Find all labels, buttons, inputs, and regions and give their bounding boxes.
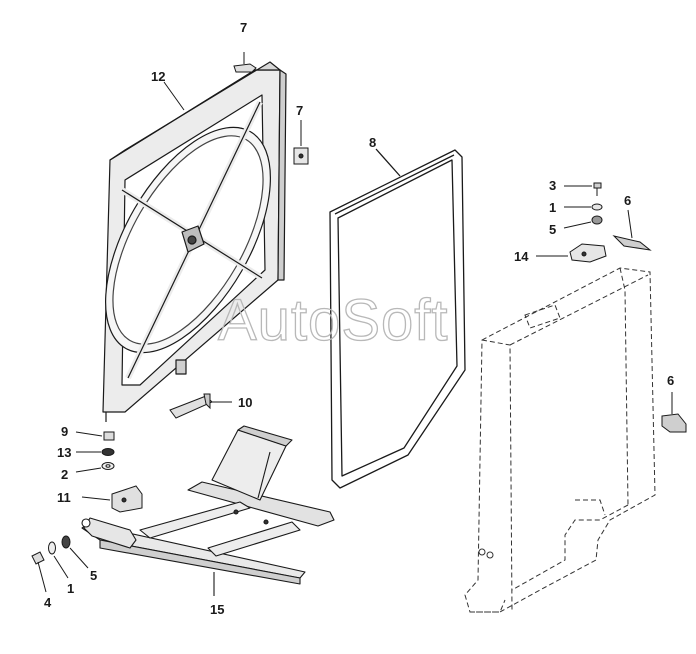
housing-holes <box>478 548 494 559</box>
washer-2 <box>75 462 115 473</box>
washer-1-top <box>564 203 603 211</box>
callout-7-plate: 7 <box>296 103 303 118</box>
callout-4: 4 <box>44 595 52 610</box>
callout-5-bottom: 5 <box>90 568 97 583</box>
gasket-8 <box>329 148 466 489</box>
nut-5-top <box>563 215 603 229</box>
bushing-9 <box>75 431 115 441</box>
callout-6-right: 6 <box>667 373 674 388</box>
callout-14: 14 <box>514 249 529 264</box>
bolt-3 <box>564 182 602 196</box>
callout-10: 10 <box>238 395 252 410</box>
callout-7-top: 7 <box>240 20 247 35</box>
callout-11: 11 <box>57 490 71 505</box>
bracket-11 <box>81 485 143 513</box>
plate-7 <box>293 120 309 165</box>
callout-9: 9 <box>61 424 68 439</box>
leader-lines <box>163 81 185 111</box>
callout-12: 12 <box>151 69 165 84</box>
radiator-housing <box>464 267 656 613</box>
bracket-7-top <box>233 52 257 73</box>
watermark: AutoSoft <box>218 288 448 353</box>
clip-6-top <box>612 209 652 251</box>
callout-6-top: 6 <box>624 193 631 208</box>
callout-1-bottom: 1 <box>67 581 74 596</box>
bracket-10 <box>169 393 232 419</box>
callout-1-top: 1 <box>549 200 556 215</box>
washer-13 <box>76 448 115 456</box>
callout-3: 3 <box>549 178 556 193</box>
callout-5-top: 5 <box>549 222 556 237</box>
callout-2: 2 <box>61 467 68 482</box>
callout-8: 8 <box>369 135 376 150</box>
callout-15: 15 <box>210 602 224 617</box>
bolt-4 <box>31 551 47 593</box>
clip-6-right <box>661 392 687 433</box>
nut-5-bottom <box>61 535 89 569</box>
fan-shroud-frame <box>102 61 287 422</box>
washer-1-bottom <box>48 541 69 579</box>
callout-13: 13 <box>57 445 71 460</box>
bracket-14 <box>536 243 607 263</box>
lower-mount-15 <box>81 425 335 596</box>
